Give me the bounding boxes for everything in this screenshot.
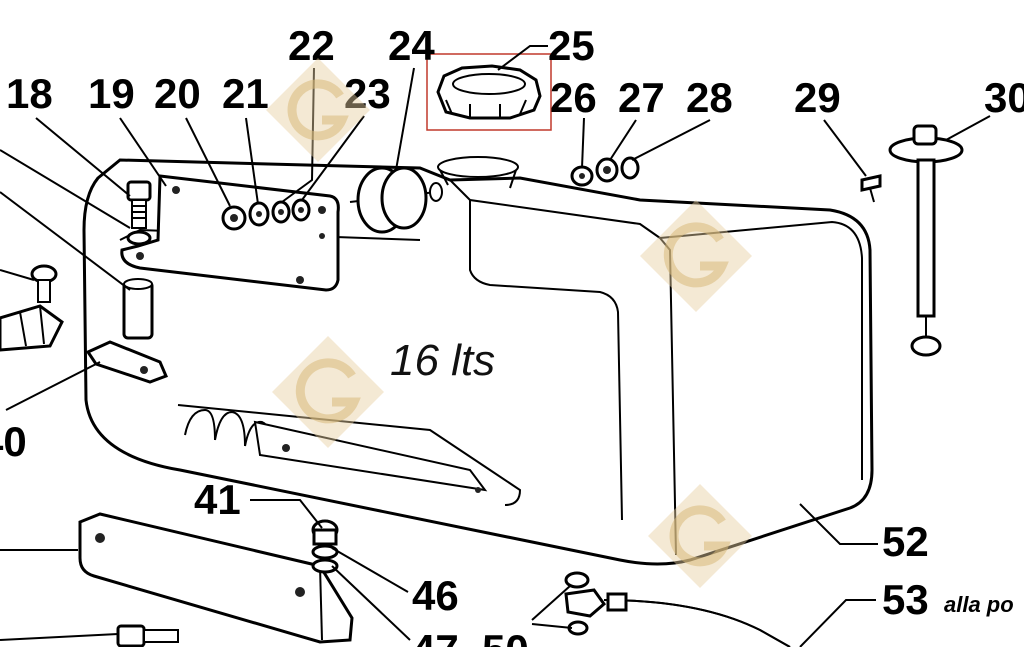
tank-capacity-label: 16 lts <box>390 336 495 385</box>
washers-26-28[interactable] <box>570 156 640 187</box>
rubber-mount-24[interactable] <box>349 166 443 234</box>
callout-47: 47 <box>412 626 459 647</box>
callout-20: 20 <box>154 70 201 117</box>
screw-29[interactable] <box>860 174 882 203</box>
callout-25: 25 <box>548 22 595 69</box>
callout-52: 52 <box>882 518 929 565</box>
callout-21: 21 <box>222 70 269 117</box>
callout-22: 22 <box>288 22 335 69</box>
callout-19: 19 <box>88 70 135 117</box>
callout-29: 29 <box>794 74 841 121</box>
g-logo-icon <box>272 336 384 448</box>
hose-clamp-left[interactable] <box>0 304 64 352</box>
washer-stack-20-23[interactable] <box>221 198 311 231</box>
callout-30: 30 <box>984 74 1024 121</box>
bolt-lower-left[interactable] <box>116 624 179 647</box>
lower-support-bracket[interactable] <box>78 512 354 644</box>
highlight-box <box>426 53 552 131</box>
watermark-logos <box>266 58 752 588</box>
callout-53-annotation: alla po <box>944 592 1014 617</box>
callout-28: 28 <box>686 74 733 121</box>
callout-46: 46 <box>412 572 459 619</box>
g-logo-icon <box>266 58 370 162</box>
bolt-18[interactable] <box>126 180 152 246</box>
callout-41: 41 <box>194 476 241 523</box>
callout-23: 23 <box>344 70 391 117</box>
callout-53: 53 <box>882 576 929 623</box>
callout-18: 18 <box>6 70 53 117</box>
nut-41[interactable] <box>311 519 339 574</box>
g-logo-icon <box>640 200 752 312</box>
callout-26: 26 <box>550 74 597 121</box>
callout-24: 24 <box>388 22 435 69</box>
callout-50: 50 <box>482 626 529 647</box>
fuel-cap-25[interactable] <box>426 53 552 131</box>
fuel-level-sender-30[interactable] <box>888 124 964 357</box>
callout-40: 40 <box>0 418 27 465</box>
g-logo-icon <box>648 484 752 588</box>
callout-27: 27 <box>618 74 665 121</box>
callout-labels: 18 19 20 21 22 23 24 25 26 27 28 29 30 4… <box>0 22 1024 647</box>
fuel-line-50[interactable] <box>564 571 791 647</box>
spacer-sleeve[interactable] <box>122 278 154 340</box>
leader-lines <box>0 45 991 647</box>
small-bolt-left[interactable] <box>30 264 58 303</box>
